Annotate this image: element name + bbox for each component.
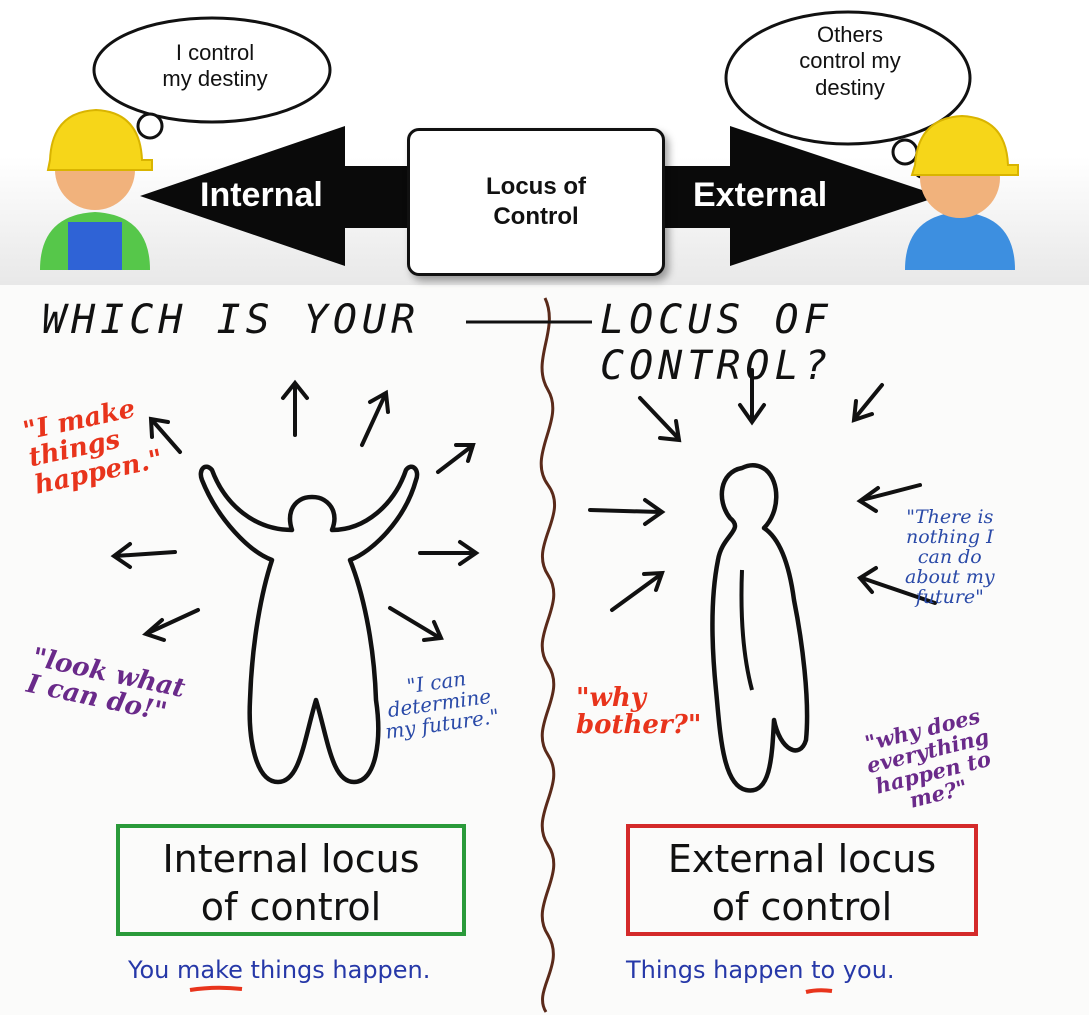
- internal-caption-pre: You: [128, 956, 177, 984]
- external-arrow-label: External: [693, 176, 828, 214]
- heading-left: WHICH IS YOUR: [42, 297, 421, 343]
- internal-caption-emph: make: [177, 956, 243, 984]
- quote-why-bother: "why bother?": [576, 683, 702, 741]
- right-bubble-text: Others control my destiny: [799, 22, 901, 100]
- locus-of-control-box: Locus of Control: [407, 128, 665, 276]
- internal-box: [116, 824, 466, 936]
- internal-box-label: Internal locus of control: [162, 837, 420, 929]
- internal-caption: You make things happen.: [128, 956, 430, 984]
- internal-outward-arrows: [110, 379, 480, 642]
- external-inward-arrows: [588, 368, 937, 612]
- to-underline: [805, 988, 833, 994]
- external-caption: Things happen to you.: [626, 956, 895, 984]
- external-box-label: External locus of control: [667, 837, 937, 929]
- make-underline: [189, 985, 243, 992]
- external-arrow: [660, 126, 940, 266]
- quote-nothing-i-can-do: "There is nothing I can do about my futu…: [905, 506, 995, 608]
- external-box: [626, 824, 978, 936]
- internal-caption-post: things happen.: [242, 956, 431, 984]
- external-figure: [710, 463, 810, 793]
- external-caption-emph: to: [811, 956, 836, 984]
- wavy-divider: [539, 297, 556, 1013]
- external-worker-icon: [905, 114, 1019, 270]
- internal-worker-icon: [40, 108, 153, 270]
- left-bubble-text: I control my destiny: [162, 40, 268, 92]
- internal-figure: [198, 464, 420, 785]
- external-caption-post: you.: [835, 956, 895, 984]
- left-thought-bubble: [92, 16, 332, 155]
- external-figure-arm: [739, 569, 754, 691]
- heading-right: LOCUS OF CONTROL?: [600, 297, 833, 389]
- center-box-label: Locus of Control: [486, 173, 586, 230]
- internal-arrow: [140, 126, 410, 266]
- internal-arrow-label: Internal: [200, 176, 323, 214]
- whiteboard-drawing: [0, 285, 1089, 1015]
- external-caption-pre: Things happen: [626, 956, 812, 984]
